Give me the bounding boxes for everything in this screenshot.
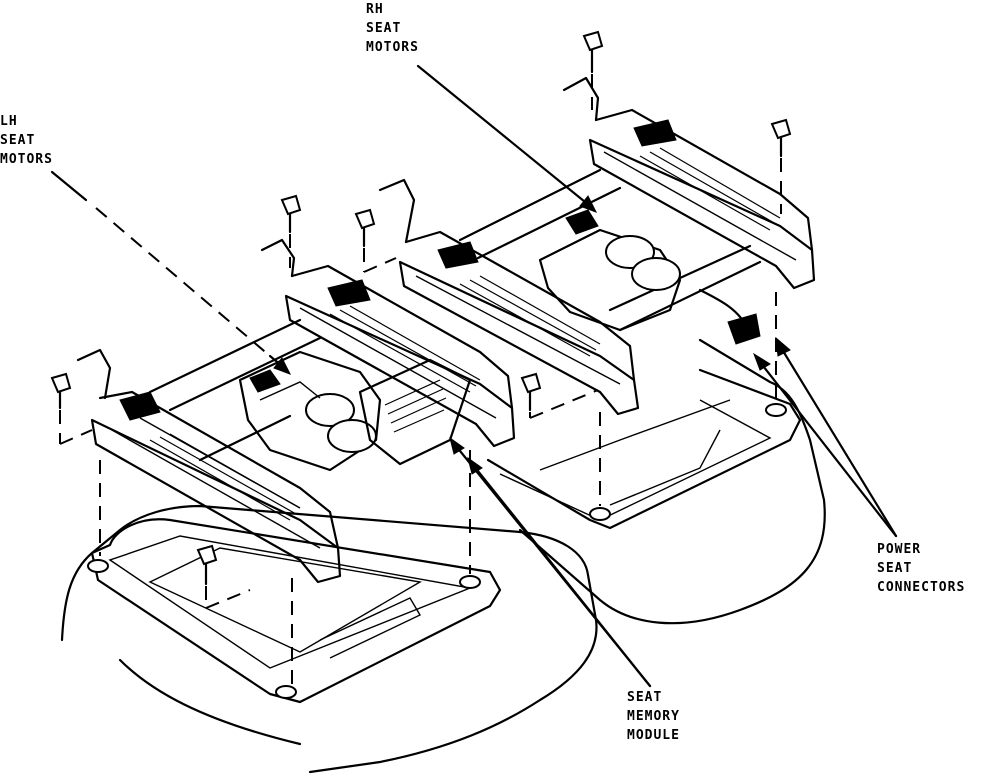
lh-motors-leader [50,170,292,375]
lh-seat-cushion-base [60,504,598,774]
lh-label-line: SEAT [0,133,36,148]
leader-lines [50,64,898,688]
smm-label-line: MEMORY [627,709,680,724]
rh-label-line: MOTORS [366,40,419,55]
power-seat-connectors-label: POWER SEAT CONNECTORS [877,540,965,597]
lh-label-line: LH [0,114,18,129]
rh-seat-motors-label: RH SEAT MOTORS [366,0,419,57]
lh-seat-track-assembly [76,238,516,584]
psc-label-line: POWER [877,542,922,557]
lh-seat-motors-label: LH SEAT MOTORS [0,112,53,169]
lh-label-line: MOTORS [0,152,53,167]
bolt-icon [280,194,302,234]
bolt-icon [770,118,792,158]
memory-module-leader [449,436,652,688]
bolt-icon [582,30,604,74]
bolt-icon [50,372,72,410]
psc-label-line: CONNECTORS [877,580,966,595]
mounting-bolts [50,30,792,586]
power-connectors-leader [753,336,898,538]
seat-memory-module-label: SEAT MEMORY MODULE [627,688,680,745]
rh-label-line: RH [366,2,384,17]
smm-label-line: MODULE [627,728,680,743]
bolt-icon [196,544,218,586]
psc-label-line: SEAT [877,561,913,576]
alignment-lines [59,74,782,684]
rh-seat-track-assembly [378,76,816,416]
bolt-icon [520,372,542,412]
rh-motors-leader [416,64,598,213]
rh-label-line: SEAT [366,21,402,36]
smm-label-line: SEAT [627,690,663,705]
bolt-icon [354,208,376,248]
